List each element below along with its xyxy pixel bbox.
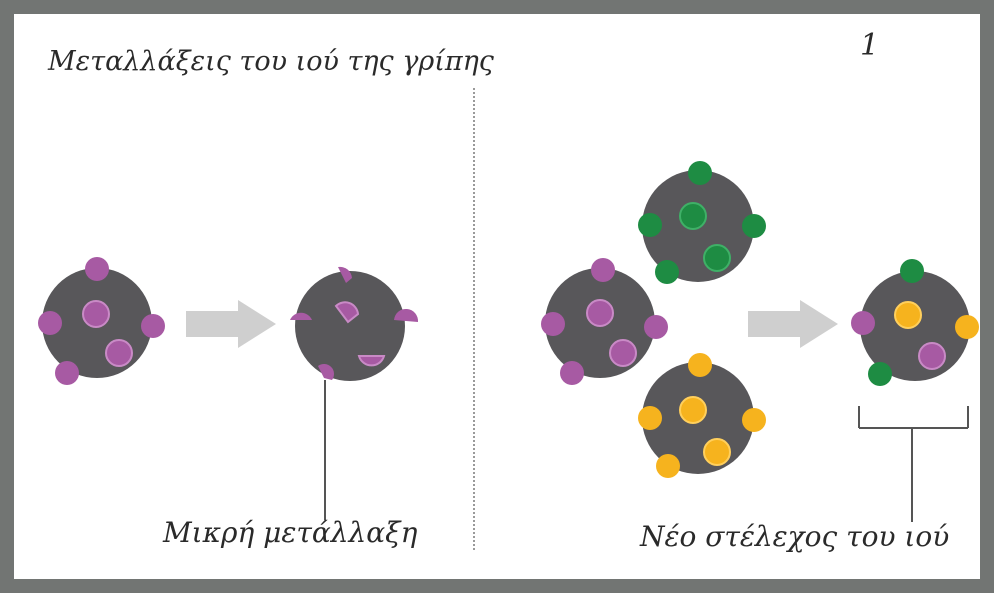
virus-yellow	[638, 353, 766, 478]
caption-minor-mutation: Μικρή μετάλλαξη	[163, 516, 418, 549]
antigen-purple	[141, 314, 165, 338]
arrow-icon	[186, 300, 276, 348]
antigen-purple	[55, 361, 79, 385]
virus-new-strain	[851, 259, 979, 386]
figure-number: 1	[860, 28, 880, 63]
arrow-icon	[748, 300, 838, 348]
diagram-title: Μεταλλάξεις του ιού της γρίπης	[48, 46, 494, 77]
section-divider	[473, 88, 475, 550]
virus-mutated	[290, 266, 419, 381]
antigen-purple	[105, 339, 133, 367]
bracket	[858, 406, 969, 522]
antigen-purple	[85, 257, 109, 281]
virus-purple	[541, 258, 668, 385]
caption-new-strain: Νέο στέλεχος του ιού	[640, 520, 950, 553]
virus-green	[638, 161, 766, 284]
diagram-panel	[14, 14, 980, 579]
antigen-purple	[38, 311, 62, 335]
antigen-purple	[82, 300, 110, 328]
virus-original	[38, 257, 165, 385]
